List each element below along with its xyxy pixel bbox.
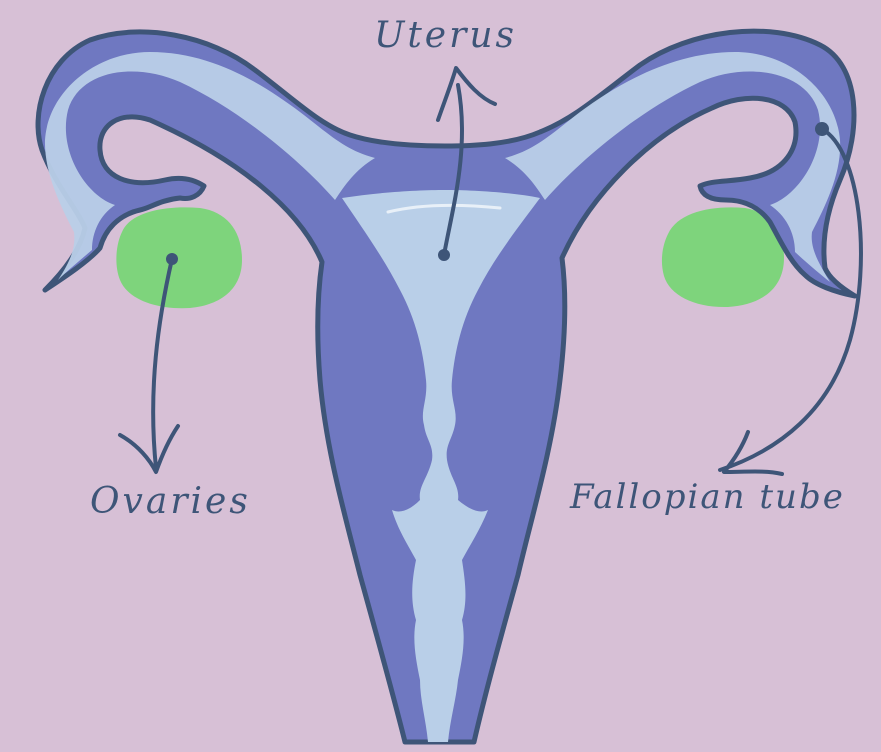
uterus-arrowhead: [438, 68, 495, 120]
uterus-label: Uterus: [374, 18, 517, 54]
ovaries-label: Ovaries: [90, 484, 251, 520]
right-ovary: [662, 207, 784, 307]
fallopian-tube-label: Fallopian tube: [570, 480, 845, 514]
left-ovary: [116, 207, 242, 308]
ovaries-arrowhead: [120, 426, 178, 472]
fallopian-arrowhead: [724, 432, 782, 474]
